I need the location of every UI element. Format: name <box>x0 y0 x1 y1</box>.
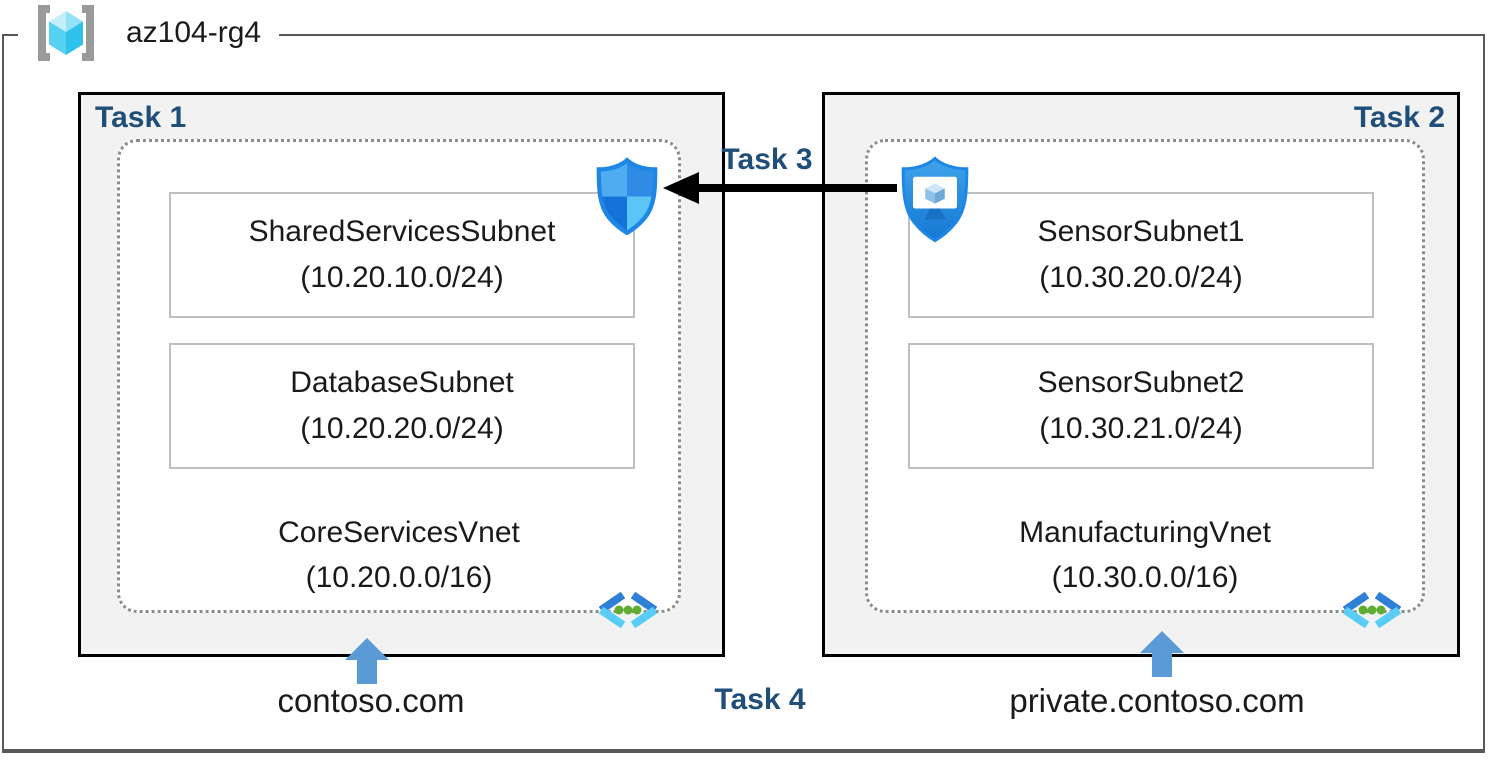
virtual-network-icon <box>598 591 658 629</box>
task3-label: Task 3 <box>721 143 813 176</box>
dns-up-arrow-icon <box>1140 631 1184 677</box>
task2-label: Task 2 <box>1353 101 1445 134</box>
shared-services-subnet-box: SharedServicesSubnet (10.20.10.0/24) <box>169 192 635 318</box>
subnet-cidr: (10.30.20.0/24) <box>1039 261 1243 294</box>
subnet-name: SensorSubnet2 <box>1037 366 1245 399</box>
vnet-cidr: (10.30.0.0/16) <box>1051 561 1239 594</box>
resource-group-icon <box>38 5 94 61</box>
core-services-vnet-boundary: SharedServicesSubnet (10.20.10.0/24) Dat… <box>117 139 681 629</box>
vnet-name: CoreServicesVnet <box>278 516 520 549</box>
bastion-shield-icon <box>901 156 969 243</box>
task1-box: Task 1 SharedServicesSubnet (10.20.10.0/… <box>78 92 725 657</box>
vnet-cidr: (10.20.0.0/16) <box>305 561 493 594</box>
subnet-name: SharedServicesSubnet <box>248 215 556 248</box>
peering-left-arrow-icon <box>663 172 897 204</box>
task2-box: Task 2 SensorSubnet1 (10.30.20.0/24) Sen… <box>822 92 1460 657</box>
task4-label: Task 4 <box>714 683 806 716</box>
manufacturing-vnet-label: ManufacturingVnet (10.30.0.0/16) <box>868 510 1422 600</box>
subnet-cidr: (10.20.20.0/24) <box>300 412 504 445</box>
subnet-name: DatabaseSubnet <box>290 366 514 399</box>
task1-label: Task 1 <box>95 101 187 134</box>
dns-zone-label: private.contoso.com <box>1009 682 1305 719</box>
resource-group-header: az104-rg4 <box>18 2 280 64</box>
dns-up-arrow-icon <box>345 638 389 684</box>
sensor-subnet1-box: SensorSubnet1 (10.30.20.0/24) <box>908 192 1374 318</box>
database-subnet-box: DatabaseSubnet (10.20.20.0/24) <box>169 343 635 469</box>
network-security-group-shield-icon <box>596 157 658 235</box>
subnet-cidr: (10.20.10.0/24) <box>300 261 504 294</box>
subnet-name: SensorSubnet1 <box>1037 215 1245 248</box>
vnet-name: ManufacturingVnet <box>1019 516 1271 549</box>
core-services-vnet-label: CoreServicesVnet (10.20.0.0/16) <box>120 510 678 600</box>
resource-group-name: az104-rg4 <box>126 16 262 49</box>
virtual-network-icon <box>1342 591 1402 629</box>
sensor-subnet2-box: SensorSubnet2 (10.30.21.0/24) <box>908 343 1374 469</box>
subnet-cidr: (10.30.21.0/24) <box>1039 412 1243 445</box>
dns-zone-label: contoso.com <box>277 682 465 719</box>
